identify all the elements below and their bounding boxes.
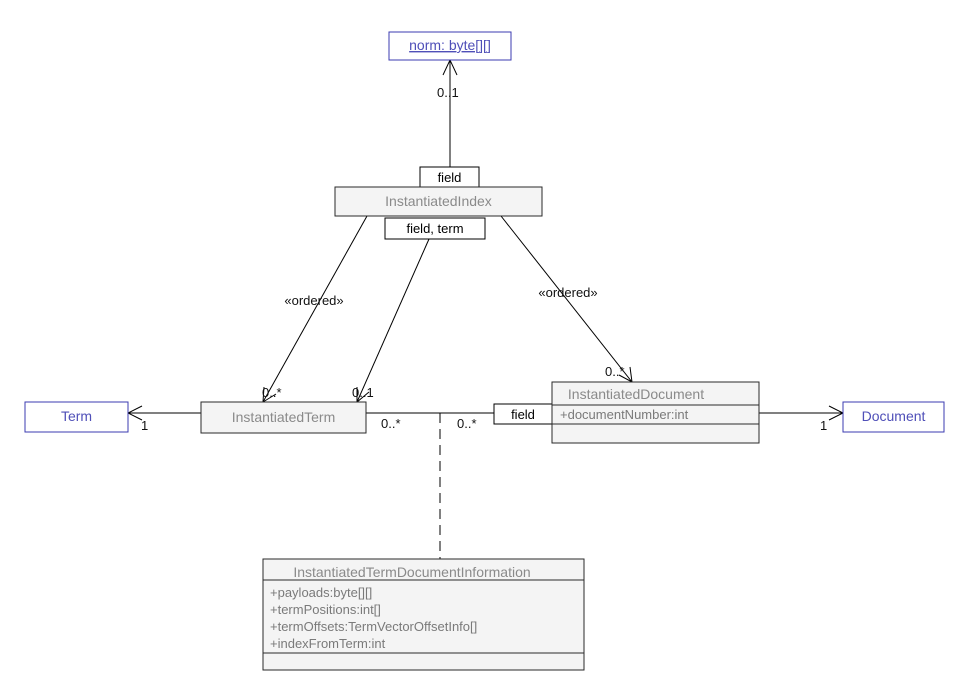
class-info-box — [262, 558, 585, 671]
class-index-box — [334, 186, 543, 217]
external-term-box — [24, 401, 129, 433]
stereotype-index-document: «ordered» — [538, 285, 597, 300]
class-document-box — [551, 381, 760, 444]
association-index-term-ordered — [262, 215, 368, 403]
class-instantiated-document: field InstantiatedDocument +documentNumb… — [493, 381, 760, 444]
external-norm: norm: byte[][] — [388, 31, 512, 61]
class-instantiated-term: InstantiatedTerm — [200, 401, 367, 434]
external-term: Term — [24, 401, 129, 433]
external-norm-label: norm: byte[][] — [409, 37, 491, 53]
qualifier-index-top-label: field — [438, 170, 462, 185]
multiplicity-document-top: 0..* — [605, 364, 625, 379]
multiplicity-norm: 0..1 — [437, 85, 459, 100]
external-term-label: Term — [61, 408, 92, 424]
association-index-document-ordered — [500, 215, 633, 383]
external-norm-box — [388, 31, 512, 61]
class-term-name: InstantiatedTerm — [232, 409, 336, 425]
class-term-document-information: InstantiatedTermDocumentInformation +pay… — [262, 558, 585, 671]
connectors — [126, 58, 845, 559]
external-document-label: Document — [862, 408, 926, 424]
qualifier-document-left-label: field — [511, 407, 535, 422]
qualifier-index-bottom — [384, 217, 486, 240]
class-document-name: InstantiatedDocument — [568, 386, 704, 402]
multiplicity-term-right: 0..* — [381, 416, 401, 431]
class-index-name: InstantiatedIndex — [385, 193, 492, 209]
multiplicity-document-left: 0..* — [457, 416, 477, 431]
class-term-box — [200, 401, 367, 434]
class-info-attr-2: +termOffsets:TermVectorOffsetInfo[] — [270, 619, 477, 634]
external-document-box — [842, 401, 945, 433]
qualifier-index-bottom-label: field, term — [406, 221, 463, 236]
class-instantiated-index: field InstantiatedIndex field, term — [334, 166, 543, 240]
multiplicity-term-ordered: 0..* — [262, 385, 282, 400]
class-document-attr-0: +documentNumber:int — [560, 407, 689, 422]
class-info-attr-3: +indexFromTerm:int — [270, 636, 386, 651]
multiplicity-term-ext: 1 — [141, 418, 148, 433]
class-info-name: InstantiatedTermDocumentInformation — [293, 564, 530, 580]
class-info-attr-1: +termPositions:int[] — [270, 602, 381, 617]
stereotype-index-term: «ordered» — [284, 293, 343, 308]
multiplicity-term-qualified: 0..1 — [352, 385, 374, 400]
association-index-term-qualified — [356, 238, 430, 403]
external-document: Document — [842, 401, 945, 433]
class-info-attr-0: +payloads:byte[][] — [270, 585, 372, 600]
multiplicity-document-ext: 1 — [820, 418, 827, 433]
